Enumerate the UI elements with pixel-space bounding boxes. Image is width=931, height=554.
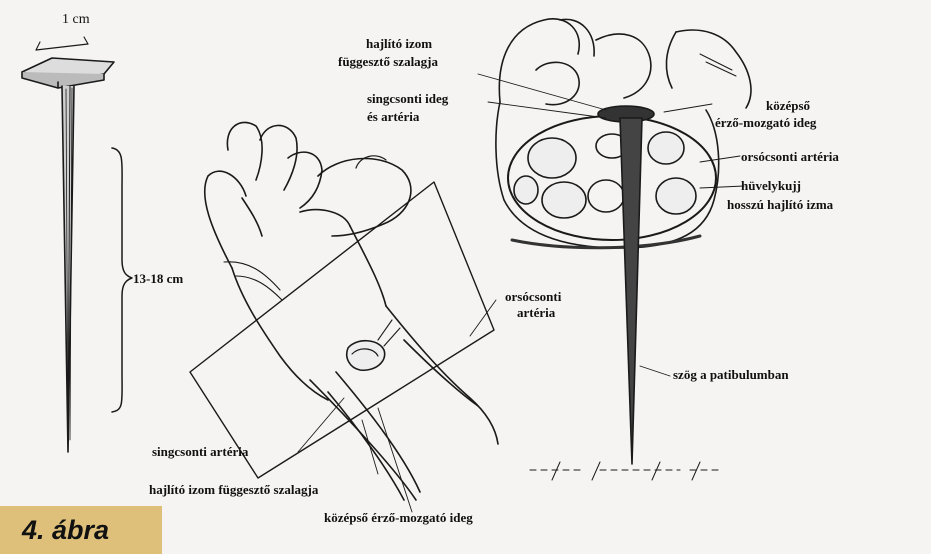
- cs-median-nerve-line1: középső: [766, 98, 811, 113]
- cs-ulnar-nerve-line2: és artéria: [367, 109, 420, 124]
- cs-flexor-pollicis-line1: hüvelykujj: [741, 178, 801, 193]
- nail-width-label: 1 cm: [62, 12, 90, 27]
- cs-radial-artery-label: orsócsonti artéria: [741, 149, 839, 164]
- median-nerve-label: középső érző-mozgató ideg: [324, 510, 473, 525]
- length-brace: [111, 147, 133, 413]
- figure-caption: 4. ábra: [22, 515, 110, 545]
- cs-flexor-retinaculum-line2: függesztő szalagja: [338, 54, 439, 69]
- cross-section-drawing: [477, 18, 752, 481]
- cs-flexor-retinaculum-line1: hajlító izom: [366, 36, 433, 51]
- radial-artery-label-line2: artéria: [517, 305, 556, 320]
- figure-caption-box: 4. ábra: [0, 506, 162, 554]
- nail-in-patibulum-label: szög a patibulumban: [673, 367, 789, 382]
- nail-length-label: 13-18 cm: [133, 271, 184, 286]
- nail-drawing: [21, 36, 115, 453]
- cs-median-nerve-line2: érző-mozgató ideg: [715, 115, 817, 130]
- radial-artery-label-line1: orsócsonti: [505, 289, 562, 304]
- flexor-retinaculum-label: hajlító izom függesztő szalagja: [149, 482, 319, 497]
- cs-flexor-pollicis-line2: hosszú hajlító izma: [727, 197, 834, 212]
- hand-drawing: [189, 121, 499, 513]
- cs-ulnar-nerve-line1: singcsonti ideg: [367, 91, 449, 106]
- ulnar-artery-label: singcsonti artéria: [152, 444, 249, 459]
